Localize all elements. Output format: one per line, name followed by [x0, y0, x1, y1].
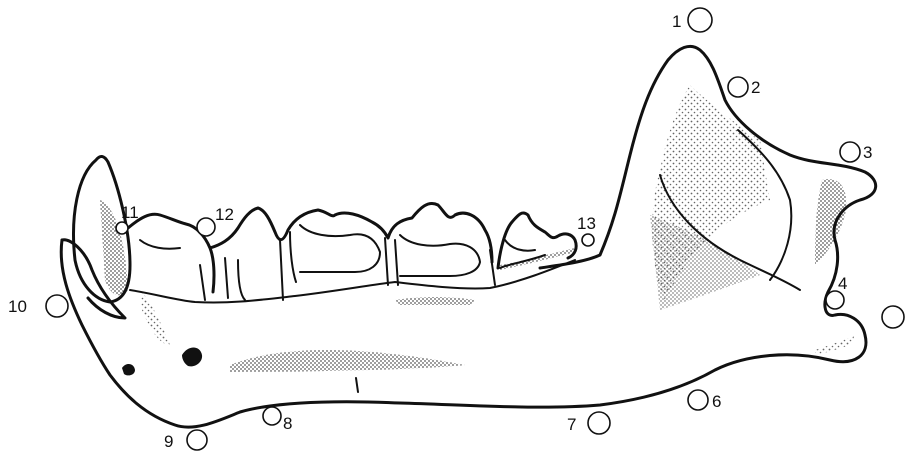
landmark-9-label: 9 — [164, 432, 173, 451]
landmark-13-label: 13 — [577, 214, 596, 233]
landmark-11-marker — [116, 222, 128, 234]
landmark-8-label: 8 — [283, 414, 292, 433]
landmark-6-label: 6 — [712, 392, 721, 411]
landmarks: 12345678910111213 — [8, 8, 907, 451]
mandible-outline — [61, 46, 875, 427]
landmark-7-marker — [588, 412, 610, 434]
mental-foramina — [122, 348, 202, 376]
landmark-3-label: 3 — [863, 143, 872, 162]
landmark-3-marker — [840, 142, 860, 162]
landmark-4-label: 4 — [838, 274, 847, 293]
landmark-6-marker — [688, 390, 708, 410]
landmark-2-marker — [728, 77, 748, 97]
tick-mark — [356, 378, 358, 392]
tooth-roots — [200, 232, 545, 300]
landmark-1-marker — [688, 8, 712, 32]
landmark-13-marker — [582, 234, 594, 246]
landmark-7-label: 7 — [567, 415, 576, 434]
landmark-4-marker — [826, 291, 844, 309]
landmark-10-label: 10 — [8, 297, 27, 316]
landmark-9-marker — [187, 430, 207, 450]
landmark-12-label: 12 — [215, 205, 234, 224]
landmark-11-label: 11 — [121, 203, 139, 222]
landmark-12-marker — [197, 218, 215, 236]
cheek-teeth-row — [128, 203, 576, 292]
landmark-1-label: 1 — [672, 12, 681, 31]
landmark-8-marker — [263, 407, 281, 425]
landmark-5-marker — [882, 306, 904, 328]
landmark-10-marker — [46, 295, 68, 317]
landmark-2-label: 2 — [751, 78, 760, 97]
